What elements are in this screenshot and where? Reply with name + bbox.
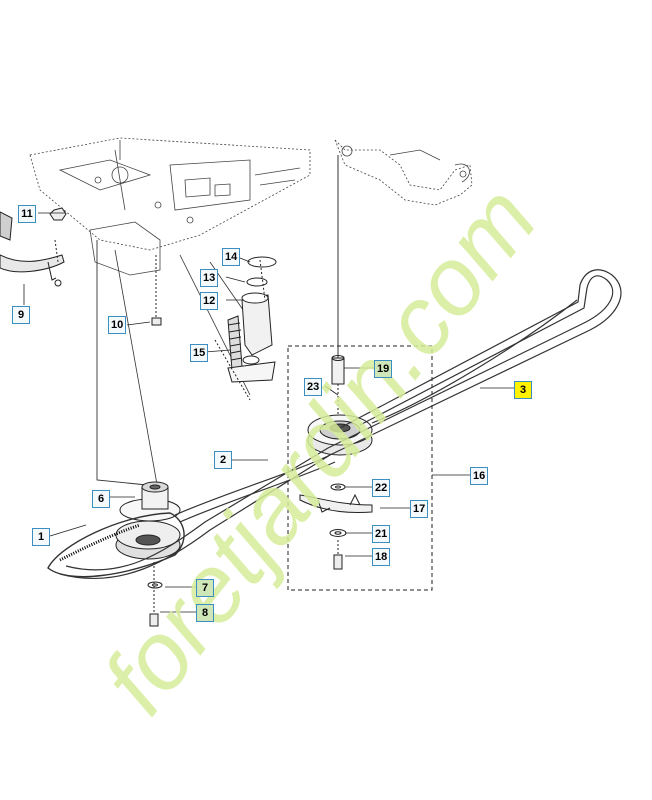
idler-pulley xyxy=(307,384,373,456)
watermark-text: foretjardin.com xyxy=(82,167,557,733)
callout-14: 14 xyxy=(222,248,241,266)
tensioner-assembly xyxy=(214,256,277,401)
callout-15: 15 xyxy=(190,344,209,362)
drive-pulley xyxy=(115,481,181,560)
belt-1 xyxy=(47,512,185,578)
mower-frame xyxy=(29,137,311,276)
belt-long xyxy=(59,269,622,580)
nut-part xyxy=(49,207,67,221)
bracket-17 xyxy=(299,493,373,513)
callout-9: 9 xyxy=(12,306,30,324)
bracket-part xyxy=(0,211,65,287)
callout-17: 17 xyxy=(410,500,429,518)
bolt-8 xyxy=(149,562,159,627)
washer-7 xyxy=(147,581,163,589)
callout-13: 13 xyxy=(200,269,219,287)
assembly-box xyxy=(287,345,433,591)
callout-21: 21 xyxy=(372,525,391,543)
callout-19: 19 xyxy=(374,360,393,378)
callout-6: 6 xyxy=(92,490,110,508)
callout-22: 22 xyxy=(372,479,391,497)
callout-3: 3 xyxy=(514,381,532,399)
callout-8: 8 xyxy=(196,604,214,622)
bolt-part xyxy=(151,255,162,326)
callout-7: 7 xyxy=(196,579,214,597)
callout-12: 12 xyxy=(200,292,219,310)
callout-11: 11 xyxy=(18,205,36,223)
mower-frame-right xyxy=(334,139,473,206)
callout-10: 10 xyxy=(108,316,127,334)
callout-23: 23 xyxy=(304,378,323,396)
callout-16: 16 xyxy=(470,467,489,485)
callout-18: 18 xyxy=(372,548,391,566)
bolt-18 xyxy=(333,540,343,570)
callout-2: 2 xyxy=(214,451,232,469)
callout-1: 1 xyxy=(32,528,50,546)
